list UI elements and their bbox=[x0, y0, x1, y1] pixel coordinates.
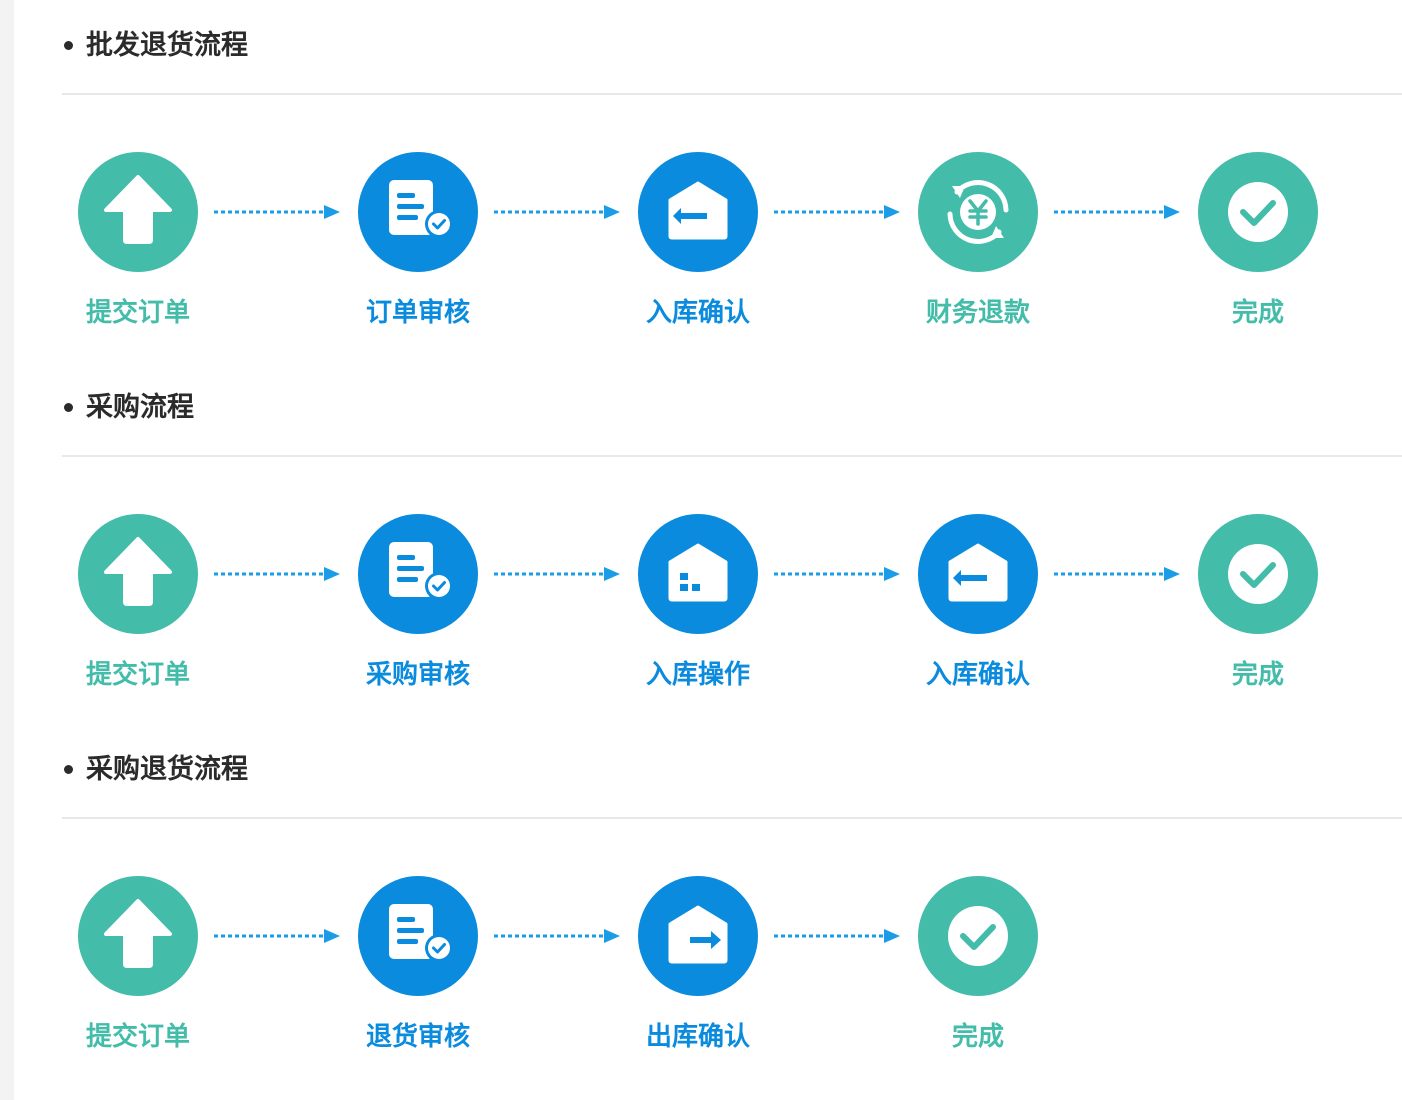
flow-arrow-icon bbox=[772, 202, 902, 222]
flow-step[interactable]: 退货审核 bbox=[358, 876, 478, 1061]
flow-step[interactable]: 入库确认 bbox=[638, 152, 758, 337]
flow-arrow-icon bbox=[492, 926, 622, 946]
flow-step[interactable]: 提交订单 bbox=[78, 876, 198, 1061]
left-gutter bbox=[0, 0, 14, 1100]
flow-arrow-icon bbox=[492, 564, 622, 584]
step-label: 提交订单 bbox=[85, 660, 190, 690]
flow-arrow-icon bbox=[772, 564, 902, 584]
step-label: 入库确认 bbox=[645, 298, 750, 328]
flow-step[interactable]: 提交订单 bbox=[78, 514, 198, 699]
upload-arrow-icon[interactable] bbox=[78, 876, 198, 996]
flow-arrow-icon bbox=[212, 564, 342, 584]
flow-step[interactable]: 出库确认 bbox=[638, 876, 758, 1061]
section-title: 批发退货流程 bbox=[86, 30, 248, 61]
yen-refund-icon[interactable] bbox=[918, 152, 1038, 272]
step-label: 订单审核 bbox=[365, 298, 470, 328]
warehouse-inbound-icon[interactable] bbox=[638, 152, 758, 272]
section-title: 采购退货流程 bbox=[86, 754, 248, 785]
step-label: 财务退款 bbox=[925, 298, 1030, 328]
step-label: 完成 bbox=[1231, 298, 1284, 328]
flow-step[interactable]: 完成 bbox=[918, 876, 1038, 1061]
step-label: 采购审核 bbox=[365, 660, 470, 690]
section-header: 批发退货流程 bbox=[62, 0, 1402, 95]
flow-arrow-icon bbox=[212, 926, 342, 946]
flow-arrow-icon bbox=[212, 202, 342, 222]
checkmark-icon[interactable] bbox=[1198, 514, 1318, 634]
checkmark-icon[interactable] bbox=[918, 876, 1038, 996]
step-label: 完成 bbox=[1231, 660, 1284, 690]
flow-step[interactable]: 采购审核 bbox=[358, 514, 478, 699]
flow-section: 采购退货流程提交订单 退货审核 出库确认 完成 bbox=[62, 724, 1402, 1086]
flow-step[interactable]: 订单审核 bbox=[358, 152, 478, 337]
flow-step[interactable]: 提交订单 bbox=[78, 152, 198, 337]
flow-step[interactable]: 完成 bbox=[1198, 514, 1318, 699]
flow-step[interactable]: 完成 bbox=[1198, 152, 1318, 337]
upload-arrow-icon[interactable] bbox=[78, 514, 198, 634]
flow-section: 采购流程提交订单 采购审核 入库操作 入库确认 完成 bbox=[62, 362, 1402, 724]
flow-step[interactable]: 财务退款 bbox=[918, 152, 1038, 337]
step-label: 提交订单 bbox=[85, 298, 190, 328]
upload-arrow-icon[interactable] bbox=[78, 152, 198, 272]
step-label: 入库确认 bbox=[925, 660, 1030, 690]
section-header: 采购流程 bbox=[62, 362, 1402, 457]
flow-step[interactable]: 入库操作 bbox=[638, 514, 758, 699]
warehouse-inbound-icon[interactable] bbox=[918, 514, 1038, 634]
warehouse-outbound-icon[interactable] bbox=[638, 876, 758, 996]
document-check-icon[interactable] bbox=[358, 876, 478, 996]
flow-section: 批发退货流程提交订单 订单审核 入库确认 财务退款 完成 bbox=[62, 0, 1402, 362]
warehouse-boxes-icon[interactable] bbox=[638, 514, 758, 634]
step-label: 提交订单 bbox=[85, 1022, 190, 1052]
flow-arrow-icon bbox=[772, 926, 902, 946]
bullet-icon bbox=[64, 41, 73, 50]
document-check-icon[interactable] bbox=[358, 152, 478, 272]
checkmark-icon[interactable] bbox=[1198, 152, 1318, 272]
step-label: 完成 bbox=[951, 1022, 1004, 1052]
flow-arrow-icon bbox=[1052, 564, 1182, 584]
flow-step[interactable]: 入库确认 bbox=[918, 514, 1038, 699]
document-check-icon[interactable] bbox=[358, 514, 478, 634]
flow-arrow-icon bbox=[492, 202, 622, 222]
flow-arrow-icon bbox=[1052, 202, 1182, 222]
bullet-icon bbox=[64, 765, 73, 774]
bullet-icon bbox=[64, 403, 73, 412]
step-label: 退货审核 bbox=[365, 1022, 470, 1052]
step-label: 入库操作 bbox=[645, 660, 750, 690]
section-title: 采购流程 bbox=[86, 392, 194, 423]
step-label: 出库确认 bbox=[645, 1022, 750, 1052]
section-header: 采购退货流程 bbox=[62, 724, 1402, 819]
